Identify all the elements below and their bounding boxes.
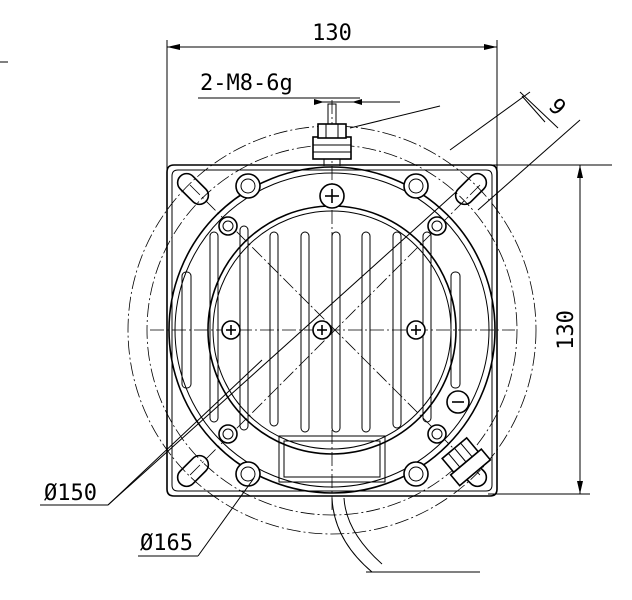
phillips-screw-top: [319, 183, 345, 209]
height-dimension: 130: [488, 164, 590, 495]
diameter-outer-callout: Ø165: [138, 477, 255, 557]
thread-label: 2-M8-6g: [200, 71, 293, 96]
diameter-inner-callout: Ø150: [40, 191, 457, 506]
slotted-screw: [446, 390, 470, 414]
phillips-screw-left: [221, 320, 241, 340]
corner-slot-tr: [454, 172, 488, 206]
screws: [218, 173, 470, 487]
cable: [331, 497, 383, 573]
top-connector: [312, 103, 352, 166]
diameter-inner-label: Ø150: [44, 481, 97, 506]
screw-br: [403, 461, 429, 487]
corner-slot-tl: [176, 172, 210, 206]
hole-dimension: 9: [449, 91, 581, 211]
thread-leader: [349, 105, 441, 129]
screw-inner-br: [427, 424, 447, 444]
screw-inner-tl: [218, 216, 238, 236]
height-dimension-label: 130: [554, 310, 579, 350]
screw-inner-tr: [427, 216, 447, 236]
corner-slot-bl: [176, 454, 210, 488]
nameplate: [278, 435, 386, 483]
screw-tr: [403, 173, 429, 199]
thread-callout: 2-M8-6g: [198, 71, 400, 105]
hole-dimension-label: 9: [543, 94, 570, 121]
round-housing: [168, 166, 496, 494]
width-dimension: 130: [166, 21, 498, 170]
phillips-screw-right: [406, 320, 426, 340]
width-dimension-label: 130: [312, 21, 352, 46]
screw-bl: [235, 461, 261, 487]
screw-inner-bl: [218, 424, 238, 444]
phillips-screw-center: [312, 320, 332, 340]
diameter-outer-label: Ø165: [140, 531, 193, 556]
cable-gland: [441, 436, 492, 487]
screw-tl: [235, 173, 261, 199]
vent-slots: [209, 225, 432, 433]
